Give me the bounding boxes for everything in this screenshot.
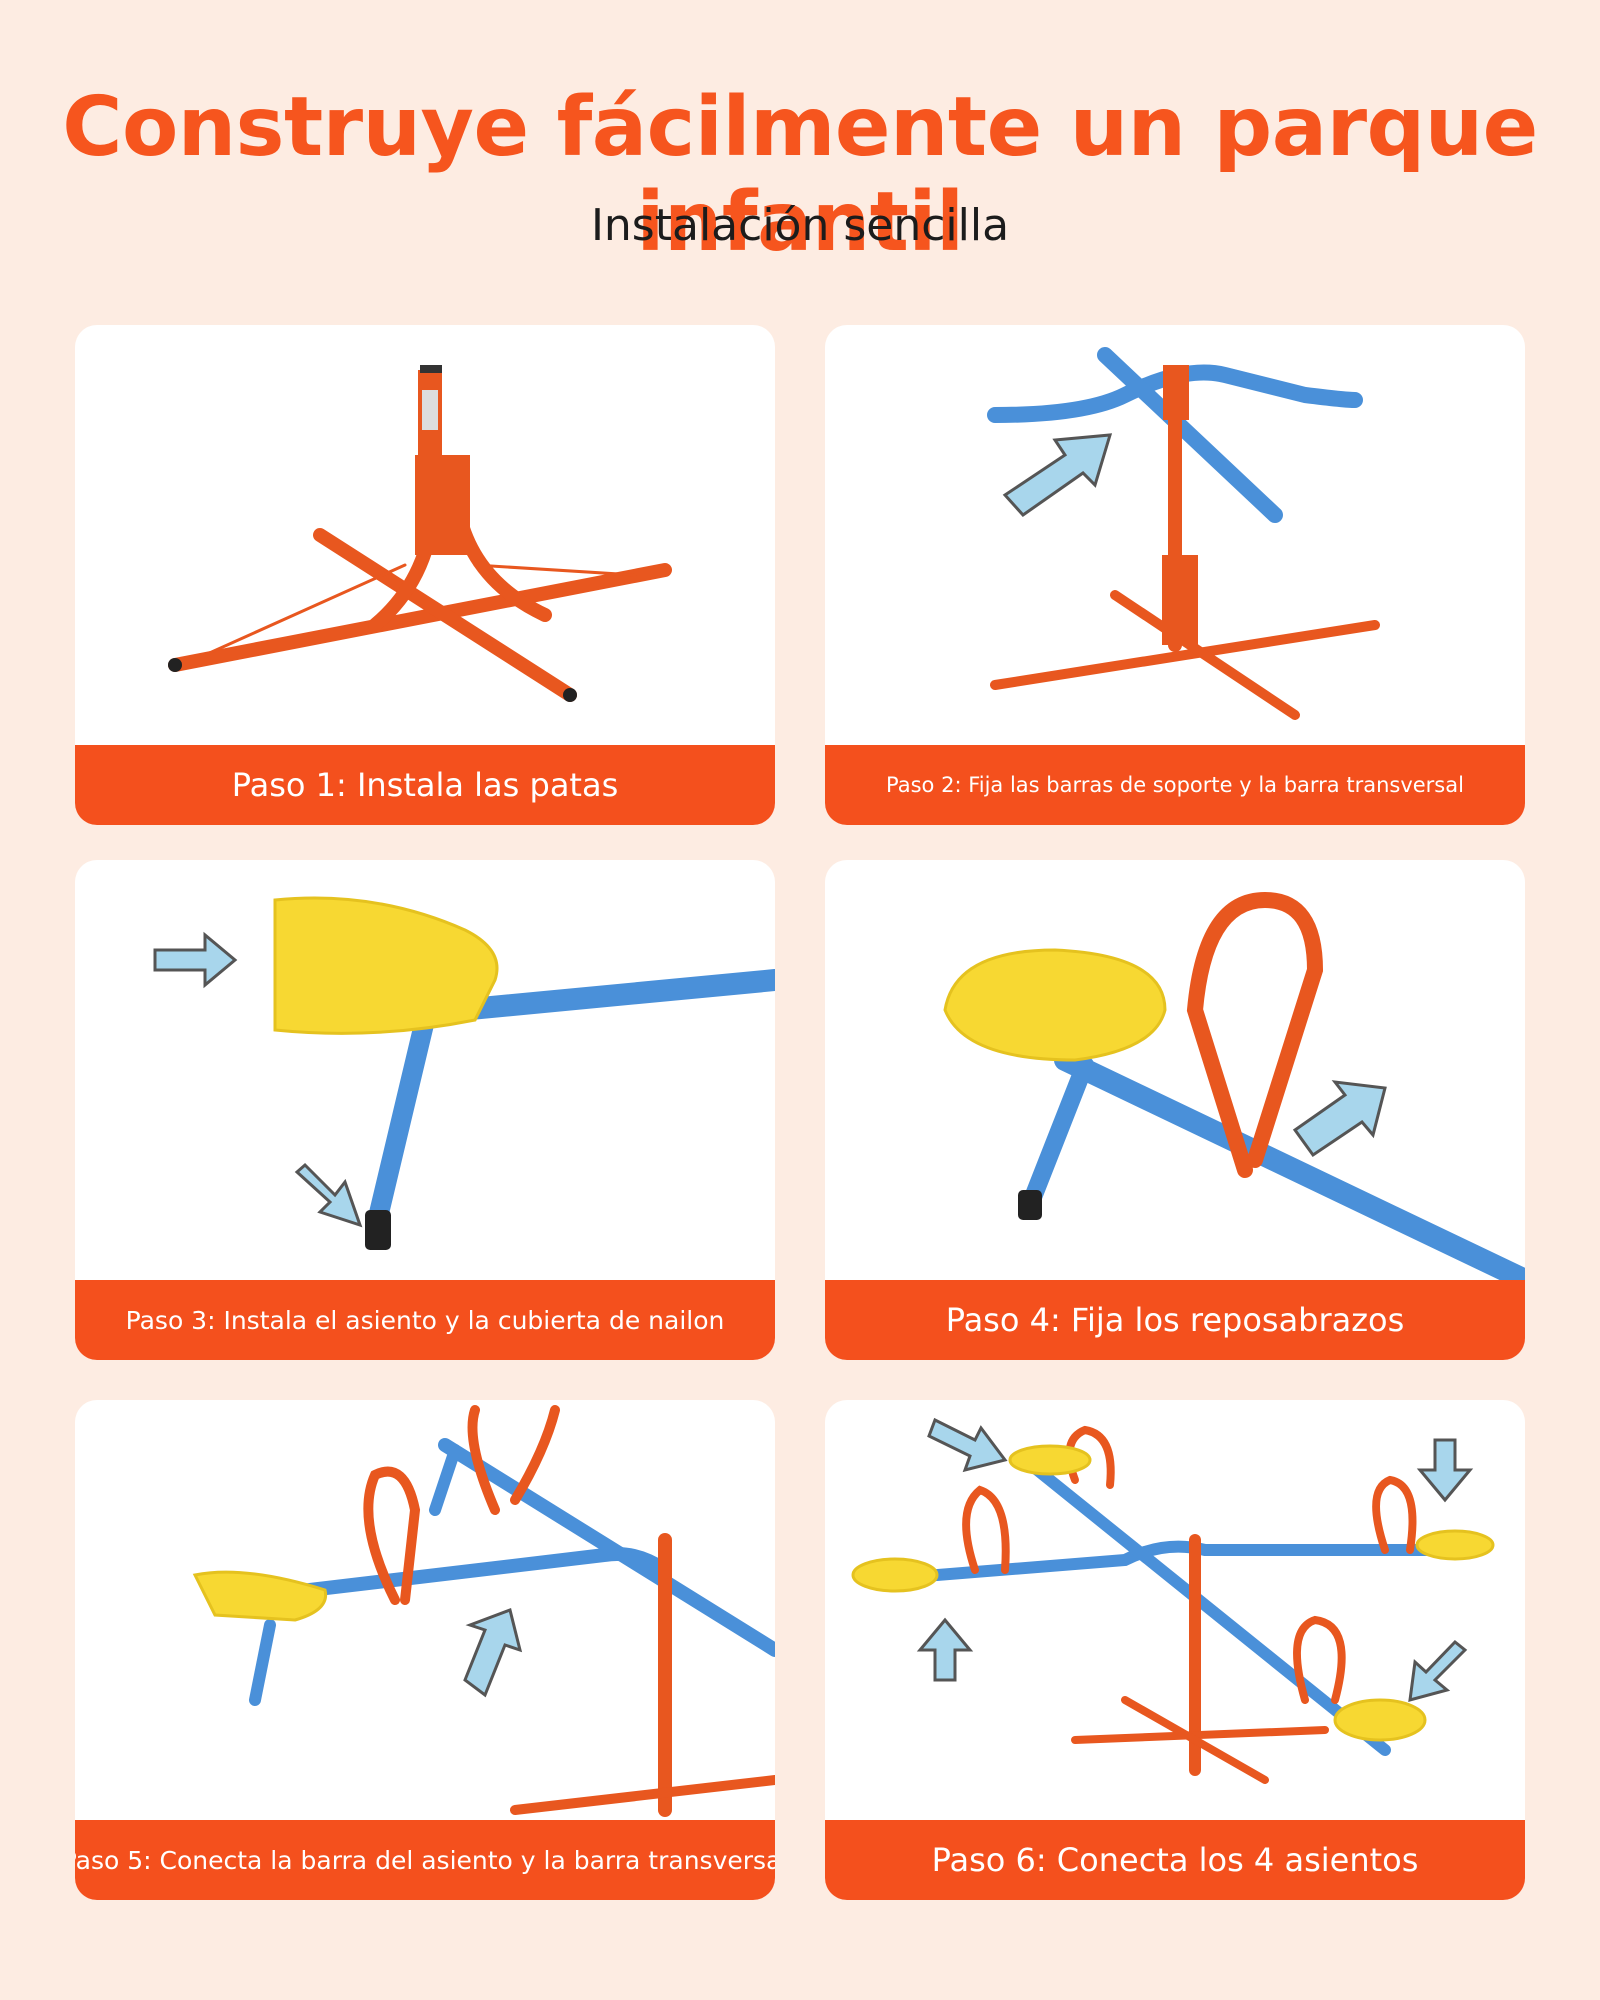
step-1-illustration [168, 365, 672, 702]
hint-arrow-icon [1002, 433, 1113, 517]
step-2-label: Paso 2: Fija las barras de soporte y la … [825, 745, 1525, 825]
step-3-label: Paso 3: Instala el asiento y la cubierta… [75, 1280, 775, 1360]
hint-arrow-icon [1292, 1080, 1387, 1158]
hint-arrow-icon [463, 1608, 523, 1698]
page-title: Construye fácilmente un parque infantil [62, 80, 1538, 270]
step-card-1: Paso 1: Instala las patas [75, 325, 775, 825]
step-4-label: Paso 4: Fija los reposabrazos [825, 1280, 1525, 1360]
step-card-2: Paso 2: Fija las barras de soporte y la … [825, 325, 1525, 825]
hint-arrow-icon [1408, 1639, 1468, 1703]
step-6-illustration [851, 1417, 1495, 1784]
hint-arrow-icon [1416, 1438, 1474, 1503]
step-5-illustration [192, 1405, 775, 1817]
step-2-illustration [987, 347, 1380, 720]
step-card-4: Paso 4: Fija los reposabrazos [825, 860, 1525, 1360]
step-3-illustration [153, 896, 775, 1250]
page-subtitle: Instalación sencilla [590, 200, 1010, 251]
step-card-5: Paso 5: Conecta la barra del asiento y l… [75, 1400, 775, 1900]
hint-arrow-icon [916, 1617, 974, 1682]
step-card-6: Paso 6: Conecta los 4 asientos [825, 1400, 1525, 1900]
step-6-label: Paso 6: Conecta los 4 asientos [825, 1820, 1525, 1900]
hint-arrow-icon [927, 1417, 1008, 1473]
step-card-3: Paso 3: Instala el asiento y la cubierta… [75, 860, 775, 1360]
step-5-label: Paso 5: Conecta la barra del asiento y l… [75, 1820, 775, 1900]
hint-arrow-icon [153, 931, 238, 989]
step-1-label: Paso 1: Instala las patas [75, 745, 775, 825]
hint-arrow-icon [294, 1162, 363, 1228]
step-4-illustration [943, 891, 1525, 1280]
